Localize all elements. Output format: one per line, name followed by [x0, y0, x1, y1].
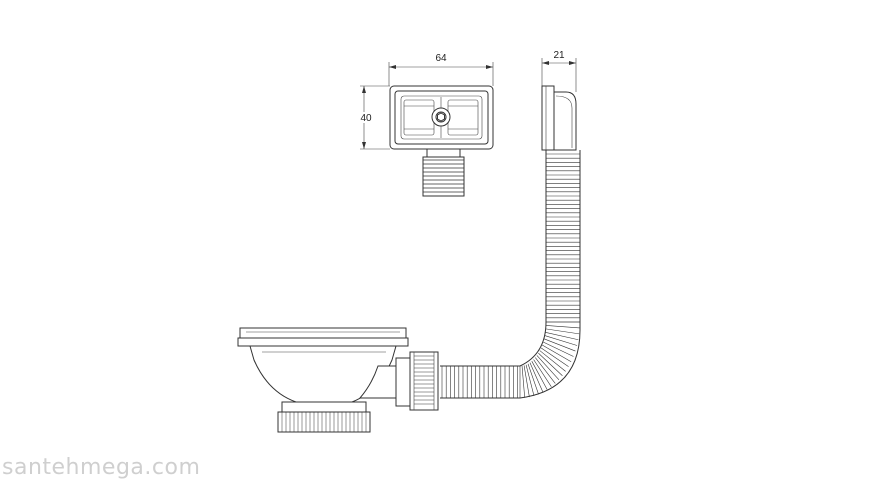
overflow-width-label: 64 [435, 53, 447, 64]
corrugated-hose [440, 150, 581, 399]
overflow-depth-label: 21 [553, 50, 565, 61]
overflow-front-view: 64 40 [358, 53, 494, 197]
sink-drain-body [237, 327, 439, 433]
overflow-side-view: 21 [541, 50, 577, 151]
watermark-text: santehmega.com [2, 455, 201, 480]
overflow-height-label: 40 [360, 113, 372, 124]
